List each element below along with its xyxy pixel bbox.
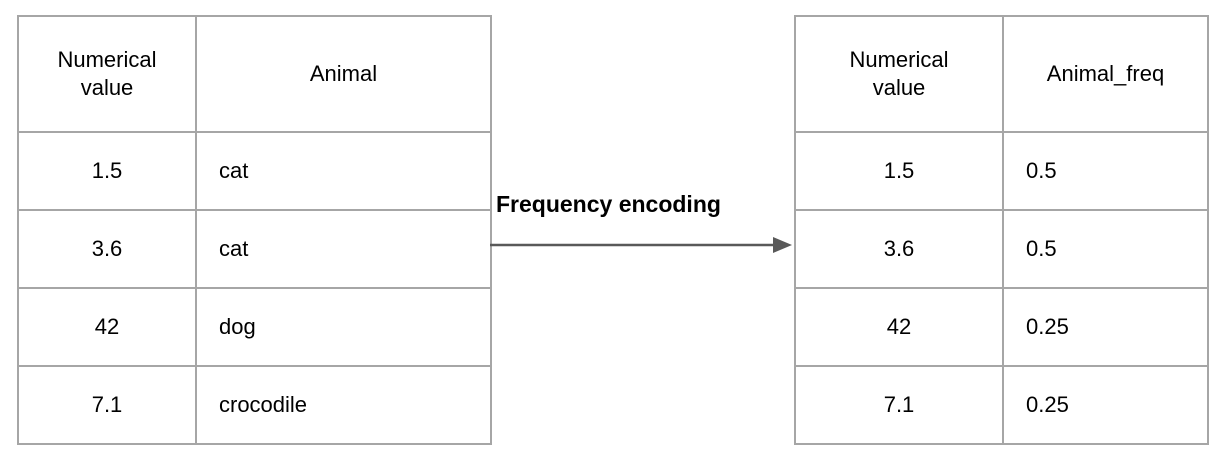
cell-numerical-value: 42 [17,287,197,367]
cell-value: 7.1 [91,392,123,417]
cell-value: 0.25 [1026,314,1069,339]
cell-value: 1.5 [91,158,123,183]
cell-animal-freq: 0.5 [1002,131,1209,211]
table-row: 3.6 0.5 [794,209,1209,289]
table-row: 1.5 cat [17,131,492,211]
cell-numerical-value: 7.1 [17,365,197,445]
column-header-label: Animal [309,61,378,86]
table-row: 3.6 cat [17,209,492,289]
cell-value: 3.6 [883,236,915,261]
column-header-numerical-value: Numerical value [794,15,1004,133]
arrow-right-icon [490,237,792,253]
cell-value: crocodile [219,392,308,417]
table-row: 7.1 crocodile [17,365,492,445]
table-row: 1.5 0.5 [794,131,1209,211]
column-header-label: Animal_freq [1046,61,1165,86]
cell-value: 7.1 [883,392,915,417]
cell-value: cat [219,236,249,261]
cell-animal: crocodile [195,365,492,445]
column-header-label: Numerical value [57,47,157,100]
cell-animal-freq: 0.5 [1002,209,1209,289]
cell-value: 0.25 [1026,392,1069,417]
cell-numerical-value: 3.6 [794,209,1004,289]
cell-animal-freq: 0.25 [1002,365,1209,445]
cell-animal: cat [195,209,492,289]
cell-animal: cat [195,131,492,211]
cell-value: 0.5 [1026,236,1057,261]
original-data-table: Numerical value Animal 1.5 cat 3.6 cat [17,15,492,445]
cell-numerical-value: 1.5 [794,131,1004,211]
cell-value: 0.5 [1026,158,1057,183]
cell-numerical-value: 42 [794,287,1004,367]
cell-value: 3.6 [91,236,123,261]
cell-numerical-value: 1.5 [17,131,197,211]
table-header-row: Numerical value Animal_freq [794,15,1209,133]
column-header-numerical-value: Numerical value [17,15,197,133]
cell-animal: dog [195,287,492,367]
cell-numerical-value: 3.6 [17,209,197,289]
transform-label: Frequency encoding [496,191,721,217]
table-row: 7.1 0.25 [794,365,1209,445]
table-header-row: Numerical value Animal [17,15,492,133]
column-header-animal-freq: Animal_freq [1002,15,1209,133]
table-row: 42 0.25 [794,287,1209,367]
cell-value: 42 [94,314,120,339]
cell-numerical-value: 7.1 [794,365,1004,445]
table-row: 42 dog [17,287,492,367]
column-header-label: Numerical value [849,47,949,100]
cell-value: 1.5 [883,158,915,183]
cell-animal-freq: 0.25 [1002,287,1209,367]
cell-value: dog [219,314,256,339]
transformation-annotation: Frequency encoding [490,190,794,260]
cell-value: cat [219,158,249,183]
cell-value: 42 [886,314,912,339]
column-header-animal: Animal [195,15,492,133]
frequency-encoded-table: Numerical value Animal_freq 1.5 0.5 3.6 … [794,15,1209,445]
